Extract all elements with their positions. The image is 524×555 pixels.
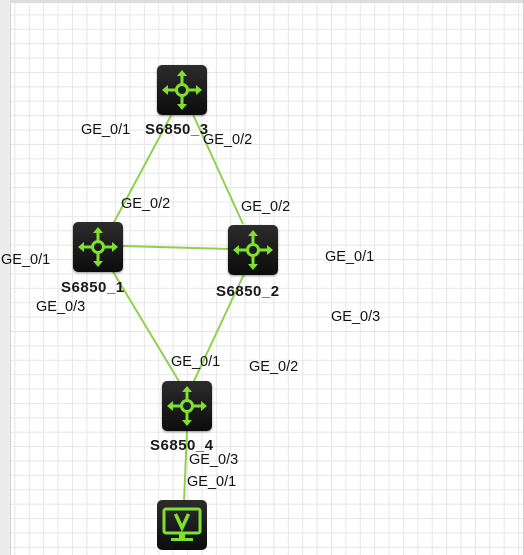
port-label-s1-ge01: GE_0/1 (1, 252, 51, 268)
link-s3-s1 (112, 109, 175, 225)
device-name-s6850-2: S6850_2 (216, 283, 280, 300)
port-label-s2-ge01: GE_0/1 (325, 249, 375, 265)
link-s2-s4 (192, 271, 246, 384)
router-icon[interactable] (73, 222, 123, 272)
top-edge (10, 0, 524, 3)
port-label-s1-ge03: GE_0/3 (36, 299, 86, 315)
port-label-host-ge01: GE_0/1 (187, 474, 237, 490)
port-label-s2-ge03: GE_0/3 (331, 309, 381, 325)
link-s1-s4 (111, 269, 181, 384)
device-name-s6850-4: S6850_4 (150, 437, 214, 454)
link-s1-s2 (121, 245, 231, 250)
device-name-s6850-1: S6850_1 (61, 279, 125, 296)
terminal-v-icon[interactable] (157, 500, 207, 550)
router-icon[interactable] (162, 381, 212, 431)
port-label-s3-ge02: GE_0/2 (203, 132, 253, 148)
router-icon[interactable] (157, 65, 207, 115)
port-label-s3-ge01: GE_0/1 (81, 122, 131, 138)
port-label-s1-ge02: GE_0/2 (121, 196, 171, 212)
device-name-s6850-3: S6850_3 (145, 121, 209, 138)
port-label-s4-ge02: GE_0/2 (249, 359, 299, 375)
router-icon[interactable] (228, 225, 278, 275)
port-label-s4-ge01: GE_0/1 (171, 354, 221, 370)
left-panel-edge (0, 0, 11, 555)
link-s4-host (183, 430, 188, 503)
port-label-s4-ge03: GE_0/3 (189, 452, 239, 468)
port-label-s2-ge02: GE_0/2 (241, 199, 291, 215)
link-s3-s2 (190, 109, 244, 225)
